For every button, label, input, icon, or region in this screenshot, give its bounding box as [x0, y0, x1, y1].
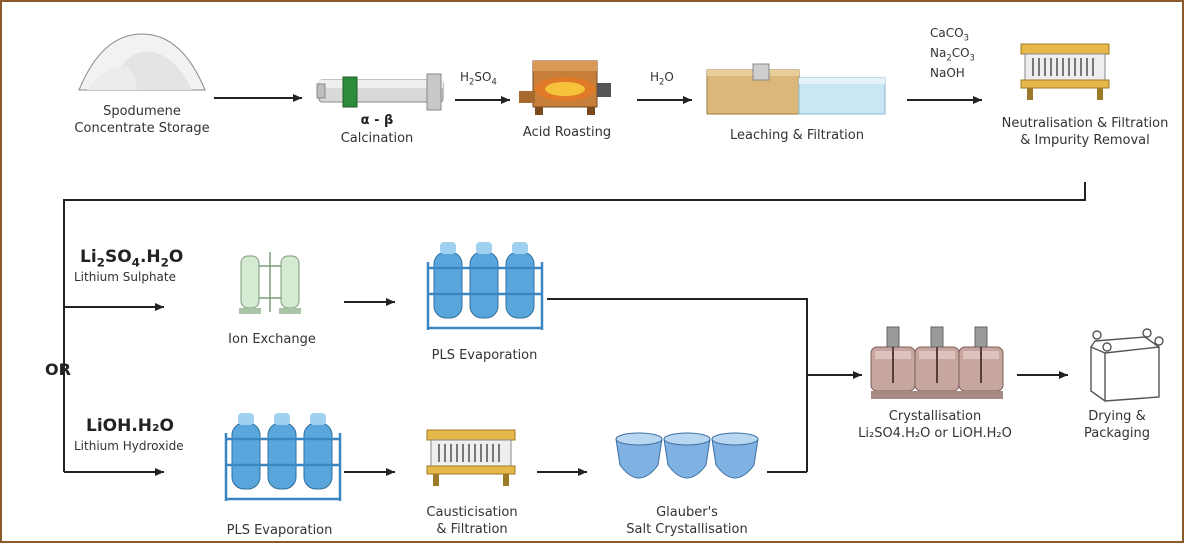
- h2o-sub: 2: [659, 76, 665, 87]
- bulk-bag-icon: [1090, 328, 1164, 402]
- sulphate-f2: SO: [104, 247, 132, 267]
- drying-line1: Drying &: [1088, 409, 1146, 424]
- sulphate-f4: O: [168, 247, 184, 267]
- glauber-line2: Salt Crystallisation: [626, 522, 748, 537]
- drying-line2: Packaging: [1084, 426, 1150, 441]
- glauber-vessel-icon: [615, 432, 759, 479]
- roaster-icon: [519, 60, 611, 115]
- stockpile-icon: [78, 33, 206, 91]
- na2co3-sub2: 3: [969, 52, 975, 63]
- pls-evaporation-top-label: PLS Evaporation: [431, 348, 538, 363]
- h2o-base: H: [650, 70, 660, 84]
- neutralisation-label: Neutralisation & Filtration & Impurity R…: [990, 115, 1180, 149]
- sulphate-name: Lithium Sulphate: [74, 270, 176, 284]
- evaporator-icon: [426, 242, 544, 330]
- filter-press-icon: [426, 429, 516, 486]
- h2so4-sub2: 4: [491, 76, 497, 87]
- leach-tank-icon: [706, 63, 886, 115]
- drying-label: Drying & Packaging: [1072, 408, 1162, 442]
- caco3-base: CaCO: [930, 26, 964, 40]
- neutralisation-line1: Neutralisation & Filtration: [1001, 116, 1169, 131]
- storage-label: Spodumene Concentrate Storage: [62, 103, 222, 137]
- h2so4-base: H: [460, 70, 470, 84]
- storage-label-line1: Spodumene: [103, 104, 181, 119]
- causticisation-line1: Causticisation: [426, 505, 518, 520]
- pls-evaporation-bottom-label: PLS Evaporation: [226, 523, 333, 538]
- crystalliser-icon: [870, 326, 1004, 399]
- reagent-h2so4: H2SO4: [460, 70, 497, 86]
- neutralisation-line2: & Impurity Removal: [1020, 133, 1150, 148]
- hydroxide-name: Lithium Hydroxide: [74, 439, 184, 453]
- na2co3-sub1: 2: [946, 52, 952, 63]
- kiln-icon: [316, 73, 444, 111]
- filter-press-icon: [1020, 43, 1110, 100]
- sulphate-formula: Li2SO4.H2O: [80, 247, 183, 269]
- reagent-na2co3: Na2CO3: [930, 46, 975, 62]
- or-label: OR: [45, 360, 71, 379]
- hydroxide-formula: LiOH.H₂O: [86, 416, 174, 436]
- roasting-label: Acid Roasting: [522, 125, 612, 140]
- sulphate-f3: .H: [139, 247, 161, 267]
- sulphate-s2: 4: [131, 255, 140, 270]
- crystallisation-label: Crystallisation Li₂SO4.H₂O or LiOH.H₂O: [840, 408, 1030, 442]
- causticisation-label: Causticisation & Filtration: [402, 504, 542, 538]
- na2co3-base: Na: [930, 46, 947, 60]
- crystallisation-line1: Crystallisation: [888, 409, 982, 424]
- reagent-naoh: NaOH: [930, 66, 965, 80]
- glauber-label: Glauber's Salt Crystallisation: [592, 504, 782, 538]
- caco3-sub: 3: [963, 32, 969, 43]
- crystallisation-line2: Li₂SO4.H₂O or LiOH.H₂O: [858, 426, 1012, 441]
- calcination-top-label: α - β: [360, 113, 394, 128]
- causticisation-line2: & Filtration: [436, 522, 508, 537]
- ion-exchange-icon: [239, 252, 301, 314]
- na2co3-mid: CO: [951, 46, 970, 60]
- h2so4-sub1: 2: [469, 76, 475, 87]
- line-evap-crystalliser: [547, 298, 808, 472]
- sulphate-f1: Li: [80, 247, 97, 267]
- evaporator-icon: [224, 413, 342, 501]
- sulphate-s1: 2: [96, 255, 105, 270]
- ion-exchange-label: Ion Exchange: [228, 332, 316, 347]
- h2so4-mid: SO: [474, 70, 492, 84]
- return-line: [63, 182, 1086, 472]
- calcination-label: Calcination: [340, 131, 414, 146]
- reagent-h2o: H2O: [650, 70, 674, 86]
- storage-label-line2: Concentrate Storage: [74, 121, 210, 136]
- leaching-label: Leaching & Filtration: [730, 128, 864, 143]
- glauber-line1: Glauber's: [656, 505, 718, 520]
- h2o-mid: O: [664, 70, 674, 84]
- reagent-caco3: CaCO3: [930, 26, 969, 42]
- sulphate-s3: 2: [160, 255, 169, 270]
